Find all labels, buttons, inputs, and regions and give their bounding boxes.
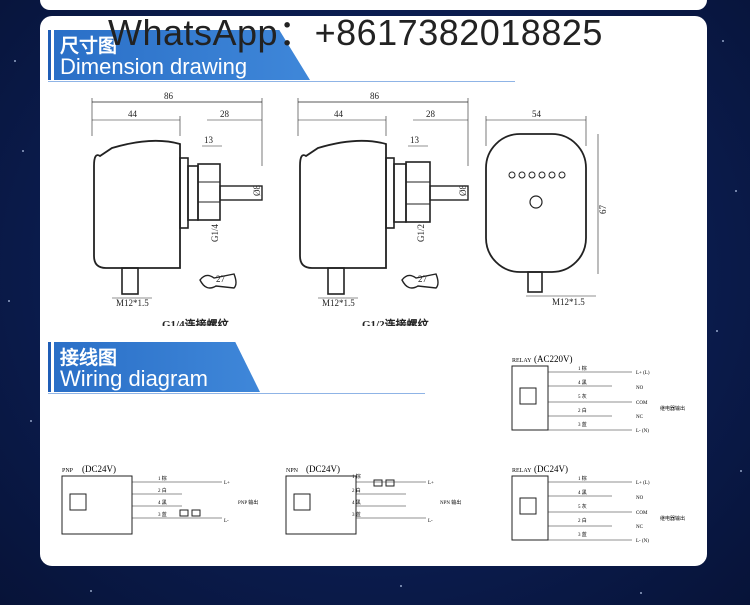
svg-text:L+: L+ <box>224 481 230 486</box>
svg-text:3 蓝: 3 蓝 <box>578 531 587 538</box>
svg-text:2 白: 2 白 <box>158 487 167 494</box>
svg-text:2 白: 2 白 <box>352 487 361 494</box>
dim-base: M12*1.5 <box>552 297 585 307</box>
svg-text:NC: NC <box>636 525 644 530</box>
svg-text:5 灰: 5 灰 <box>578 503 587 510</box>
svg-text:NC: NC <box>636 415 644 420</box>
svg-text:1 棕: 1 棕 <box>158 475 167 482</box>
svg-text:COM: COM <box>636 511 648 516</box>
wiring-title-cn: 接线图 <box>60 347 118 369</box>
dimension-section-header: 尺寸图 Dimension drawing <box>48 30 313 80</box>
svg-text:(AC220V): (AC220V) <box>534 354 573 364</box>
wiring-npn: NPN (DC24V) 1 棕 2 白 4 黑 3 蓝 L+ L- NPN 输出 <box>285 464 461 535</box>
svg-text:L+ (L): L+ (L) <box>636 481 650 486</box>
dim-left: 44 <box>128 109 138 119</box>
wiring-title-en: Wiring diagram <box>60 366 208 391</box>
dim-wrench: 27 <box>418 274 428 284</box>
drawing-caption: G1/4连接螺纹 <box>162 317 230 326</box>
dimension-title-cn: 尺寸图 <box>60 35 118 57</box>
svg-text:L+: L+ <box>428 481 434 486</box>
dim-nut: 13 <box>410 135 420 145</box>
dim-right: 28 <box>426 109 436 119</box>
whatsapp-watermark: WhatsApp：+8617382018825 <box>108 12 603 53</box>
dim-nut: 13 <box>204 135 214 145</box>
svg-text:COM: COM <box>636 401 648 406</box>
svg-text:PNP 输出: PNP 输出 <box>238 499 258 506</box>
drawing-front-view: 54 67 M12*1.5 <box>485 109 608 307</box>
svg-text:3 蓝: 3 蓝 <box>352 511 361 518</box>
dim-overall: 86 <box>370 91 380 101</box>
top-card-edge <box>40 0 707 10</box>
dim-right: 28 <box>220 109 230 119</box>
dim-dia: Ø8 <box>458 185 468 196</box>
dim-height: 67 <box>598 205 608 215</box>
svg-text:L-: L- <box>224 519 229 524</box>
wiring-section-header: 接线图 Wiring diagram <box>48 342 263 392</box>
svg-text:1 棕: 1 棕 <box>578 365 587 372</box>
svg-text:4 黑: 4 黑 <box>578 490 587 496</box>
dimension-header-rule <box>48 81 515 82</box>
svg-text:NPN: NPN <box>286 468 299 474</box>
dimension-title-en: Dimension drawing <box>60 54 248 79</box>
svg-text:L+ (L): L+ (L) <box>636 371 650 376</box>
dimension-drawings: 86 44 28 13 G1/4 Ø8 M12*1.5 27 G1/4连接螺纹 <box>91 91 608 326</box>
svg-text:L-: L- <box>428 519 433 524</box>
svg-text:2 白: 2 白 <box>578 407 587 414</box>
svg-text:4 黑: 4 黑 <box>158 500 167 506</box>
dim-left: 44 <box>334 109 344 119</box>
svg-text:3 蓝: 3 蓝 <box>158 511 167 518</box>
svg-text:1 棕: 1 棕 <box>578 475 587 482</box>
svg-text:3 蓝: 3 蓝 <box>578 421 587 428</box>
wiring-diagrams: RELAY (AC220V) 1 棕 4 黑 5 灰 2 白 3 蓝 L+ (L… <box>61 354 685 544</box>
drawing-g14: 86 44 28 13 G1/4 Ø8 M12*1.5 27 G1/4连接螺纹 <box>91 91 263 326</box>
dim-overall: 86 <box>164 91 174 101</box>
svg-text:继电器输出: 继电器输出 <box>660 515 685 522</box>
drawing-g12: 86 44 28 13 G1/2 Ø8 M12*1.5 27 G1/2连接螺纹 <box>297 91 469 326</box>
svg-text:L- (N): L- (N) <box>636 429 649 434</box>
svg-text:4 黑: 4 黑 <box>578 380 587 386</box>
svg-text:(DC24V): (DC24V) <box>534 464 568 474</box>
svg-text:NO: NO <box>636 496 644 501</box>
svg-text:继电器输出: 继电器输出 <box>660 405 685 412</box>
dim-wrench: 27 <box>216 274 226 284</box>
dim-base: M12*1.5 <box>116 298 149 308</box>
svg-text:NPN 输出: NPN 输出 <box>440 499 461 506</box>
wiring-relay-dc: RELAY (DC24V) 1 棕 4 黑 5 灰 2 白 3 蓝 L+ (L)… <box>511 464 685 544</box>
dim-thread: G1/4 <box>210 224 220 243</box>
dim-base: M12*1.5 <box>322 298 355 308</box>
dim-width: 54 <box>532 109 542 119</box>
dim-dia: Ø8 <box>252 185 262 196</box>
svg-text:(DC24V): (DC24V) <box>306 464 340 474</box>
svg-text:2 白: 2 白 <box>578 517 587 524</box>
svg-text:4 黑: 4 黑 <box>352 500 361 506</box>
svg-text:RELAY: RELAY <box>512 468 532 474</box>
drawing-caption: G1/2连接螺纹 <box>362 317 430 326</box>
svg-text:PNP: PNP <box>62 468 74 474</box>
svg-text:NO: NO <box>636 386 644 391</box>
wiring-relay-ac: RELAY (AC220V) 1 棕 4 黑 5 灰 2 白 3 蓝 L+ (L… <box>511 354 685 434</box>
svg-text:RELAY: RELAY <box>512 358 532 364</box>
svg-text:L- (N): L- (N) <box>636 539 649 544</box>
svg-text:1 棕: 1 棕 <box>352 473 361 480</box>
wiring-header-rule <box>48 393 425 394</box>
svg-text:5 灰: 5 灰 <box>578 393 587 400</box>
content-panel: 尺寸图 Dimension drawing 86 44 28 13 G1/4 <box>40 16 707 566</box>
wiring-pnp: PNP (DC24V) 1 棕 2 白 4 黑 3 蓝 L+ L- PNP 输出 <box>61 464 258 535</box>
dim-thread: G1/2 <box>416 224 426 242</box>
svg-text:(DC24V): (DC24V) <box>82 464 116 474</box>
